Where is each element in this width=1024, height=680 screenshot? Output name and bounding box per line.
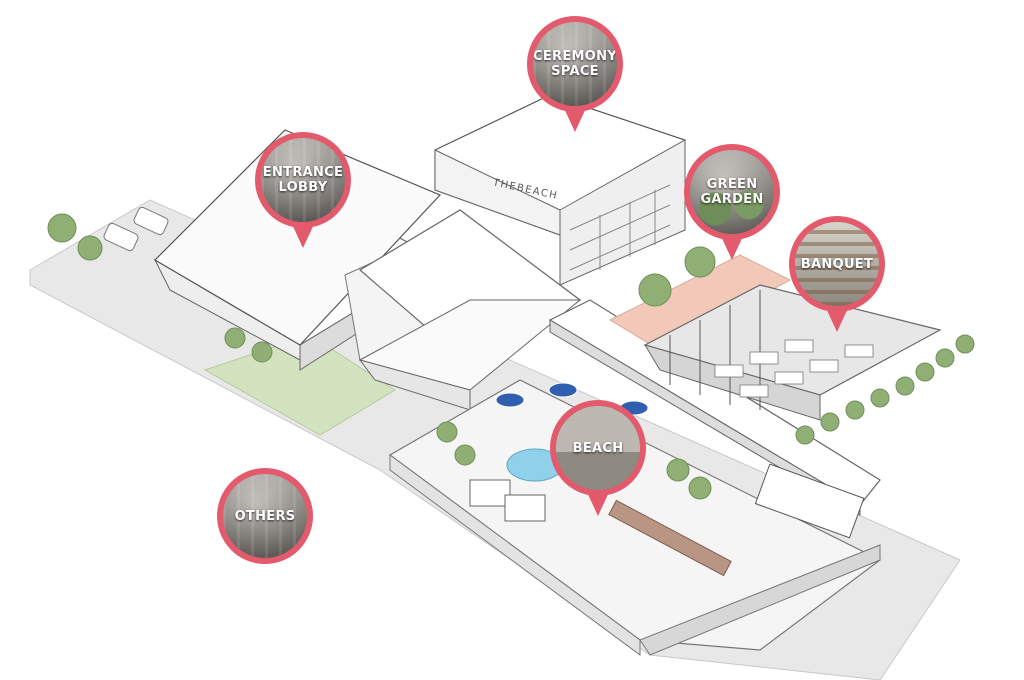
trailer [754, 463, 865, 539]
marker-label: GREEN GARDEN [700, 177, 764, 207]
marker-label: OTHERS [234, 508, 296, 524]
marker-banquet[interactable]: BANQUET [789, 216, 885, 338]
trees [47, 213, 975, 500]
parked-cars [103, 206, 169, 252]
green-garden-photo: GREEN GARDEN [684, 144, 780, 240]
marker-pointer [291, 222, 315, 248]
marker-label: ENTRANCE LOBBY [262, 165, 344, 195]
marker-others[interactable]: OTHERS [217, 468, 313, 564]
ceremony-space-photo: CEREMONY SPACE [527, 16, 623, 112]
marker-label: BEACH [572, 440, 624, 456]
cabana-2 [504, 494, 546, 522]
corridor-canopy-edge [549, 319, 861, 516]
marker-pointer [825, 306, 849, 332]
parasols [495, 382, 649, 416]
ceremony-hall [434, 94, 686, 286]
marker-beach[interactable]: BEACH [550, 400, 646, 522]
marker-label: BANQUET [800, 256, 874, 272]
long-table [608, 499, 732, 577]
entrance-lobby-photo: ENTRANCE LOBBY [255, 132, 351, 228]
others-photo: OTHERS [217, 468, 313, 564]
marker-label: CEREMONY SPACE [533, 49, 617, 79]
marker-ceremony-space[interactable]: CEREMONY SPACE [527, 16, 623, 138]
marker-pointer [586, 490, 610, 516]
marker-entrance-lobby[interactable]: ENTRANCE LOBBY [255, 132, 351, 254]
banquet-hall [643, 284, 942, 421]
marker-pointer [720, 234, 744, 260]
beach-area [388, 379, 882, 656]
marker-pointer [563, 106, 587, 132]
banquet-photo: BANQUET [789, 216, 885, 312]
marker-green-garden[interactable]: GREEN GARDEN [684, 144, 780, 266]
connecting-wing [358, 209, 582, 411]
cabana-1 [469, 479, 511, 507]
beach-photo: BEACH [550, 400, 646, 496]
